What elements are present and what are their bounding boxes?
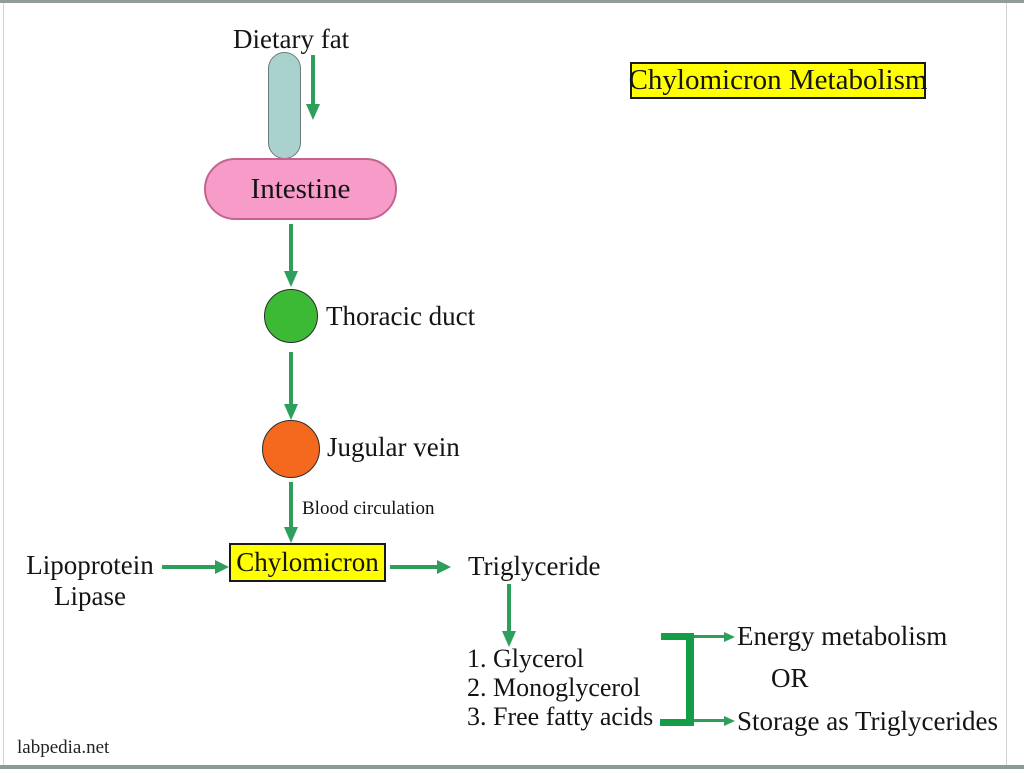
frame-top-border xyxy=(0,0,1024,3)
watermark: labpedia.net xyxy=(17,737,110,758)
storage-triglycerides-label: Storage as Triglycerides xyxy=(737,706,998,736)
chylomicron-label: Chylomicron xyxy=(236,547,379,577)
dietary-fat-label: Dietary fat xyxy=(233,24,350,54)
diagram-title: Chylomicron Metabolism xyxy=(628,64,928,96)
breakdown-item-freefattyacids: 3. Free fatty acids xyxy=(467,702,654,731)
breakdown-list: 1. Glycerol 2. Monoglycerol 3. Free fatt… xyxy=(467,644,653,731)
chylomicron-node: Chylomicron xyxy=(229,543,386,582)
frame-right-border xyxy=(1006,3,1007,765)
blood-circulation-label: Blood circulation xyxy=(302,498,435,519)
lipoprotein-line1: Lipoprotein xyxy=(26,550,154,580)
frame-left-border xyxy=(3,3,4,765)
breakdown-item-glycerol: 1. Glycerol xyxy=(467,644,584,673)
triglyceride-label: Triglyceride xyxy=(468,551,601,581)
thoracic-duct-node xyxy=(264,289,318,343)
intestine-node: Intestine xyxy=(204,158,397,220)
diagram-title-box: Chylomicron Metabolism xyxy=(628,62,928,99)
frame-bottom-border xyxy=(0,765,1024,769)
energy-metabolism-label: Energy metabolism xyxy=(737,621,948,651)
breakdown-item-monoglycerol: 2. Monoglycerol xyxy=(467,673,641,702)
lipoprotein-line2: Lipase xyxy=(54,581,126,611)
jugular-vein-label: Jugular vein xyxy=(327,432,460,462)
intestine-label: Intestine xyxy=(250,172,351,205)
jugular-vein-node xyxy=(262,420,320,478)
dietary-fat-capsule xyxy=(268,52,301,159)
or-label: OR xyxy=(771,663,809,693)
thoracic-duct-label: Thoracic duct xyxy=(326,301,476,331)
lipoprotein-lipase-label: Lipoprotein Lipase xyxy=(24,550,156,612)
